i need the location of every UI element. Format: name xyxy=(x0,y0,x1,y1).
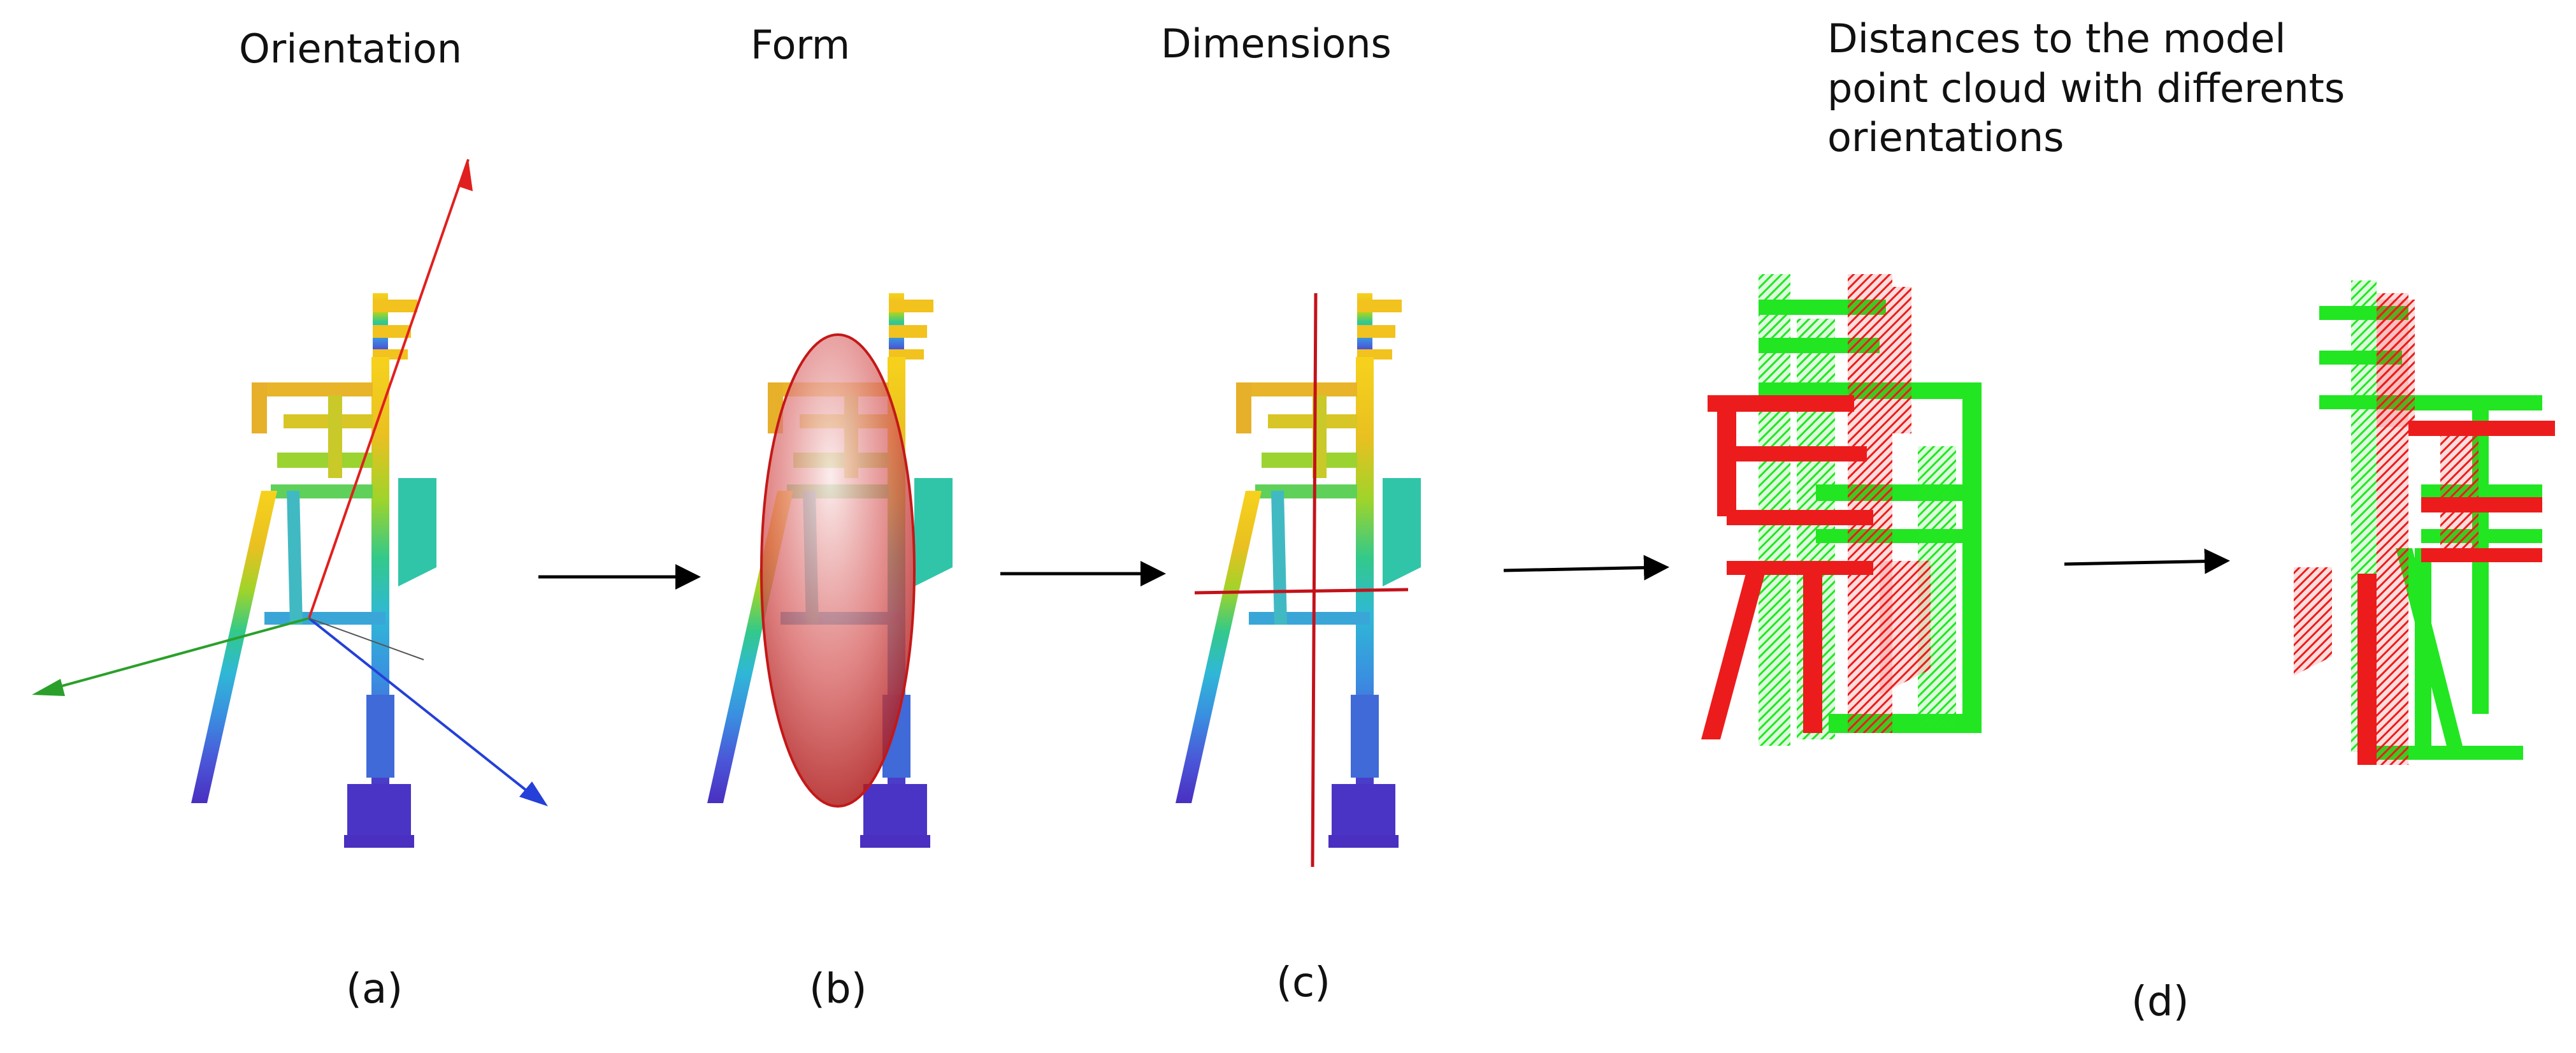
form-ellipse xyxy=(760,333,916,808)
heading-distances-line-3: orientations xyxy=(1827,114,2064,161)
caption-d: (d) xyxy=(2131,978,2189,1026)
caption-c: (c) xyxy=(1276,959,1331,1006)
x-axis-arrowhead xyxy=(457,159,473,191)
y-axis-arrowhead xyxy=(32,679,65,696)
arrow-d1-to-d2 xyxy=(2064,548,2230,574)
heading-distances-line-2: point cloud with differents xyxy=(1827,64,2345,112)
heading-distances-line-1: Distances to the model xyxy=(1827,15,2286,62)
heading-dimensions: Dimensions xyxy=(1161,20,1392,67)
caption-b: (b) xyxy=(809,966,867,1013)
z-axis-arrowhead xyxy=(519,781,548,806)
x-axis-arrow xyxy=(308,159,470,619)
panel-a-orientation-axes xyxy=(32,159,548,806)
y-axis-arrow xyxy=(41,617,310,693)
z-axis-arrow xyxy=(308,617,540,801)
heading-distances: Distances to the model point cloud with … xyxy=(1827,14,2345,163)
horizontal-dimension-line xyxy=(1194,588,1409,595)
panel-c-point-cloud xyxy=(1176,293,1421,848)
panel-d-overlay-misaligned xyxy=(1701,274,1982,746)
panel-a-point-cloud xyxy=(191,293,436,848)
heading-orientation: Orientation xyxy=(239,25,463,72)
panel-d-overlay-aligned xyxy=(2294,280,2555,765)
caption-a: (a) xyxy=(346,966,403,1013)
heading-form: Form xyxy=(751,22,851,68)
vertical-dimension-line xyxy=(1311,293,1318,868)
arrow-c-to-d1 xyxy=(1503,555,1669,581)
